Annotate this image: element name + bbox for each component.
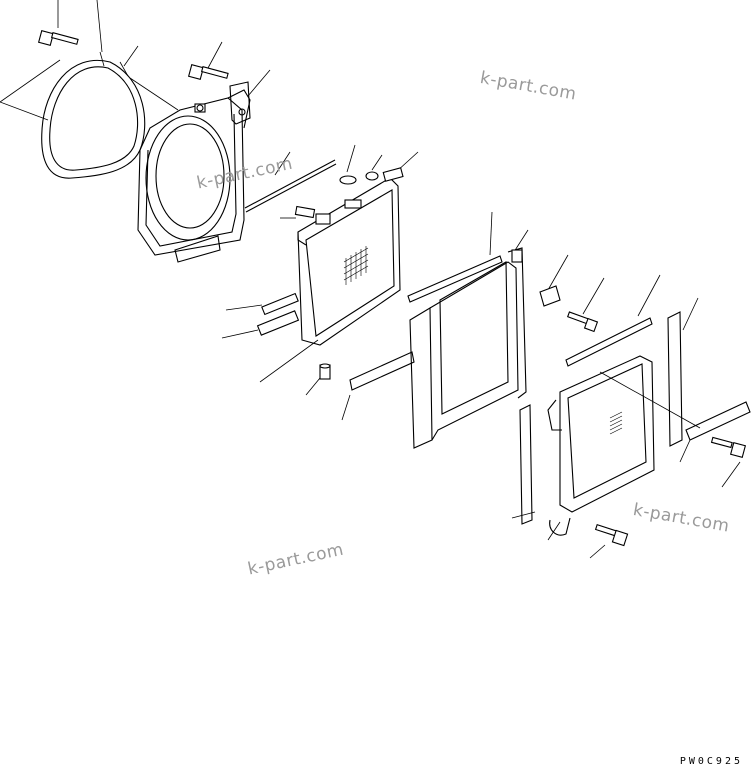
support-frame bbox=[409, 247, 527, 449]
bracket-bolt-mid bbox=[539, 285, 653, 367]
leader-lines bbox=[0, 0, 741, 559]
bolt-bracket bbox=[187, 63, 251, 125]
shroud-ring bbox=[41, 51, 179, 179]
mount-bolts bbox=[594, 371, 751, 547]
long-strip bbox=[407, 255, 503, 303]
seal-strip bbox=[244, 159, 337, 213]
vertical-brackets bbox=[519, 311, 683, 525]
drawing-code: PW0C925 bbox=[679, 756, 743, 767]
oil-cooler-grid bbox=[609, 411, 623, 435]
oil-cooler bbox=[547, 355, 655, 536]
radiator bbox=[294, 167, 404, 346]
radiator-grid bbox=[343, 246, 369, 285]
radiator-accessories bbox=[256, 292, 415, 391]
bolt-top-left bbox=[37, 29, 79, 47]
fan-shroud bbox=[137, 89, 251, 263]
